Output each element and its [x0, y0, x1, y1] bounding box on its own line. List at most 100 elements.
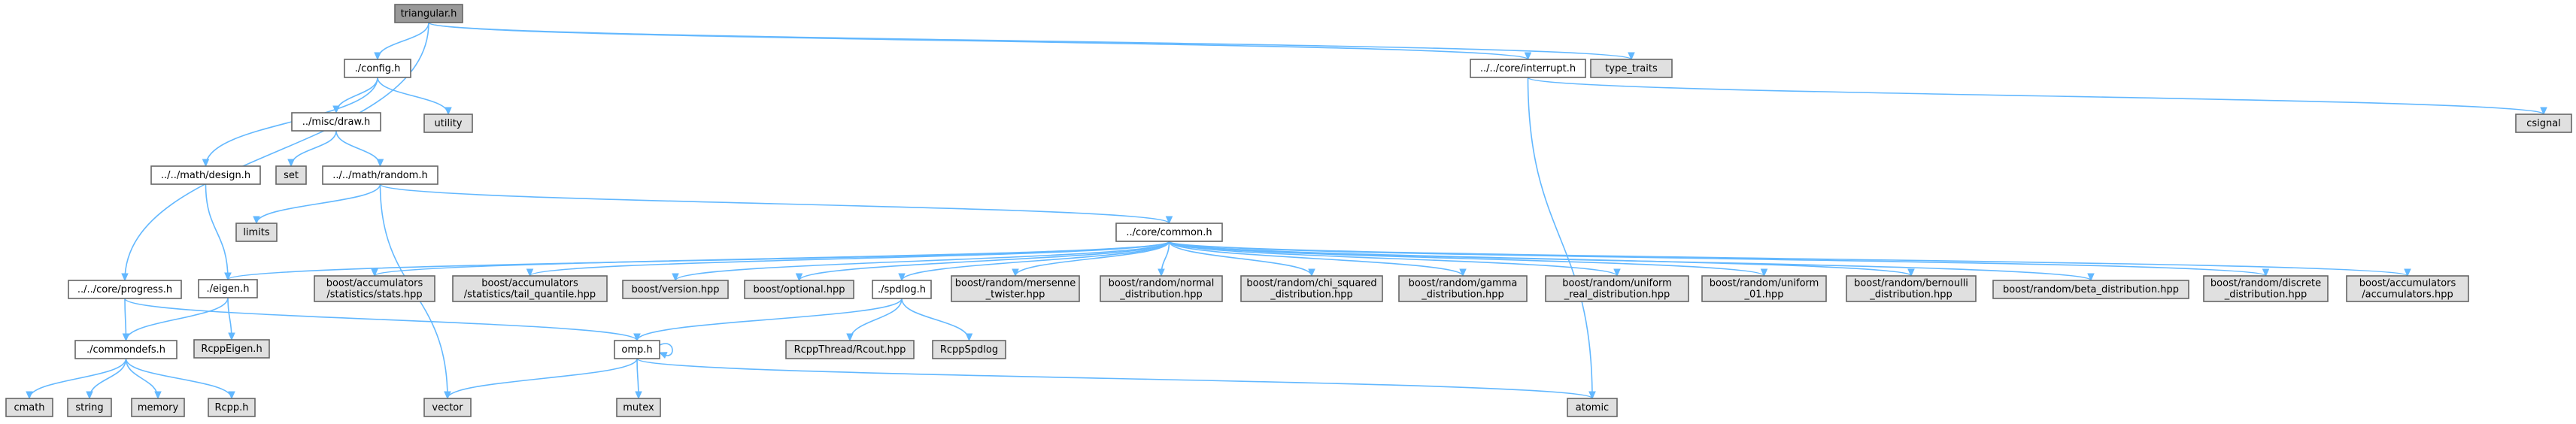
- node-label: RcppThread/Rcout.hpp: [794, 344, 906, 356]
- node-random[interactable]: ../../math/random.h: [322, 165, 438, 185]
- arrowhead: [122, 333, 130, 342]
- edge-common-to-spdlog: [898, 241, 1170, 282]
- node-box: [423, 398, 472, 417]
- node-box: [951, 275, 1080, 302]
- node-design[interactable]: ../../math/design.h: [150, 165, 261, 185]
- node-box: [744, 280, 854, 299]
- node-set: set: [275, 165, 307, 185]
- arrowhead: [224, 272, 232, 281]
- node-label: string: [75, 402, 103, 413]
- nodes-layer: triangular.h ./config.h ../../core/interru…: [5, 4, 2572, 417]
- edge-common-to-b_chi: [1168, 241, 1315, 277]
- node-label: RcppSpdlog: [940, 344, 998, 356]
- node-label: boost/random/uniform: [1710, 278, 1819, 289]
- edge-omp-to-vector: [444, 358, 638, 400]
- node-box: [785, 340, 915, 359]
- node-label: mutex: [623, 402, 654, 413]
- node-label: boost/random/beta_distribution.hpp: [2003, 284, 2179, 295]
- node-box: [622, 280, 729, 299]
- node-label: ./eigen.h: [207, 283, 250, 295]
- node-label: _distribution.hpp: [1270, 289, 1352, 301]
- node-box: [1470, 59, 1586, 78]
- edge-triangular-to-interrupt: [428, 22, 1532, 61]
- node-interrupt[interactable]: ../../core/interrupt.h: [1470, 59, 1586, 78]
- node-commondefs[interactable]: ./commondefs.h: [74, 340, 177, 359]
- node-label: Rcpp.h: [214, 402, 248, 413]
- node-label: atomic: [1576, 402, 1609, 413]
- node-draw[interactable]: ../misc/draw.h: [291, 112, 381, 132]
- arrowhead: [526, 268, 534, 277]
- edge-triangular-to-type_traits: [428, 22, 1635, 61]
- arrowhead: [1308, 268, 1315, 277]
- arrowhead: [86, 391, 93, 400]
- node-b_uniform_real: boost/random/uniform_real_distribution.h…: [1545, 275, 1689, 302]
- edge-interrupt-to-atomic: [1527, 77, 1596, 400]
- node-label: RcppEigen.h: [201, 344, 262, 355]
- node-b_beta: boost/random/beta_distribution.hpp: [1992, 280, 2189, 299]
- node-label: /accumulators.hpp: [2362, 289, 2453, 301]
- node-label: _twister.hpp: [985, 289, 1045, 301]
- edge-progress-to-omp: [124, 298, 641, 342]
- node-label: ../../math/random.h: [332, 170, 427, 181]
- arrowhead: [253, 216, 260, 225]
- node-common[interactable]: ../core/common.h: [1115, 223, 1223, 242]
- edge-commondefs-to-rcpp: [125, 358, 235, 400]
- node-b_mersenne: boost/random/mersenne_twister.hpp: [951, 275, 1080, 302]
- edge-common-to-b_gamma: [1168, 241, 1467, 277]
- node-box: [1545, 275, 1689, 302]
- node-box: [314, 275, 435, 302]
- node-box: [291, 112, 381, 132]
- node-label: _distribution.hpp: [2224, 289, 2307, 301]
- arrowhead: [1613, 268, 1621, 277]
- node-omp[interactable]: omp.h: [614, 340, 660, 359]
- edge-common-to-b_tail: [526, 241, 1170, 277]
- node-spdlog[interactable]: ./spdlog.h: [872, 280, 932, 299]
- node-triangular[interactable]: triangular.h: [394, 4, 463, 23]
- edge-common-to-b_stats: [371, 241, 1170, 277]
- node-eigen[interactable]: ./eigen.h: [198, 279, 258, 298]
- node-box: [344, 59, 411, 78]
- node-label: ../../core/progress.h: [77, 284, 172, 295]
- edge-common-to-b_mersenne: [1012, 241, 1170, 277]
- node-box: [932, 340, 1006, 359]
- edge-common-to-b_discrete: [1168, 241, 2270, 277]
- node-box: [150, 165, 261, 185]
- edge-triangular-to-progress: [121, 22, 429, 282]
- node-vector: vector: [423, 398, 472, 417]
- node-label: _distribution.hpp: [1869, 289, 1952, 301]
- node-label: ../core/common.h: [1126, 227, 1212, 238]
- node-progress[interactable]: ../../core/progress.h: [68, 280, 182, 299]
- node-label: _real_distribution.hpp: [1564, 289, 1670, 301]
- arrowhead: [1459, 268, 1467, 277]
- node-box: [423, 114, 473, 133]
- node-memory: memory: [131, 398, 185, 417]
- node-label: boost/random/gamma: [1409, 278, 1518, 289]
- node-box: [1992, 280, 2189, 299]
- node-box: [2515, 114, 2572, 133]
- node-box: [2346, 275, 2469, 302]
- node-box: [614, 340, 660, 359]
- node-b_uniform01: boost/random/uniform_01.hpp: [1701, 275, 1827, 302]
- arrowhead: [795, 273, 803, 282]
- arrowhead: [287, 159, 295, 168]
- node-label: type_traits: [1605, 63, 1658, 74]
- node-b_tail: boost/accumulators/statistics/tail_quant…: [452, 275, 608, 302]
- arrowhead: [2262, 268, 2270, 277]
- edges-layer: [26, 22, 2547, 400]
- edge-random-to-limits: [253, 183, 381, 225]
- node-label: boost/random/chi_squared: [1246, 278, 1376, 289]
- node-label: boost/random/normal: [1109, 278, 1215, 289]
- edge-draw-to-random: [335, 130, 384, 168]
- node-box: [322, 165, 438, 185]
- node-type_traits: type_traits: [1590, 59, 1673, 78]
- node-config[interactable]: ./config.h: [344, 59, 411, 78]
- node-b_optional: boost/optional.hpp: [744, 280, 854, 299]
- node-box: [1100, 275, 1223, 302]
- node-mutex: mutex: [616, 398, 661, 417]
- edge-common-to-b_version: [672, 241, 1170, 282]
- edge-common-to-b_uniform01: [1168, 241, 1768, 277]
- arrowhead: [633, 333, 641, 342]
- node-label: vector: [432, 402, 463, 413]
- arrowhead: [2540, 107, 2547, 116]
- node-box: [131, 398, 185, 417]
